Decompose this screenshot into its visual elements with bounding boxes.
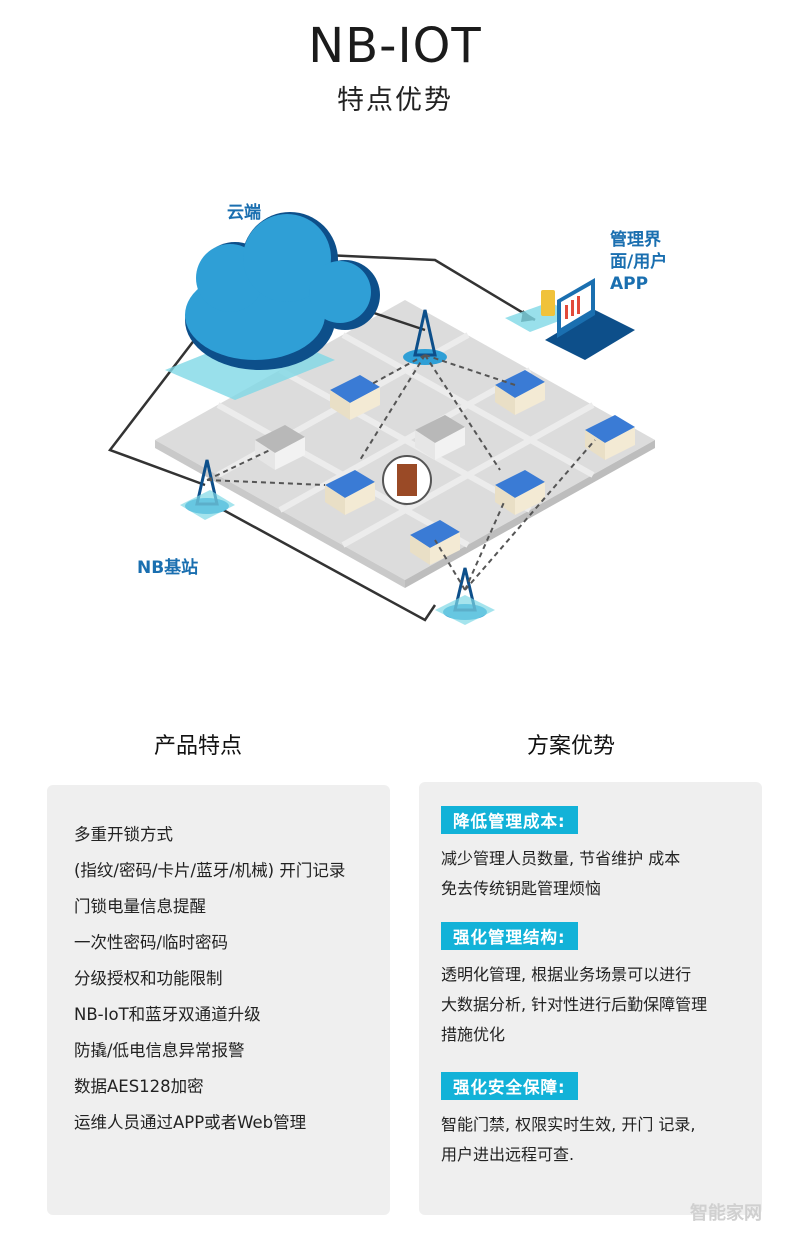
advantage-tag: 强化安全保障: (441, 1072, 578, 1100)
app-label-line-1: 管理界 (610, 229, 661, 250)
features-list: 多重开锁方式 (指纹/密码/卡片/蓝牙/机械) 开门记录 门锁电量信息提醒 一次… (74, 817, 345, 1141)
advantage-line: 减少管理人员数量, 节省维护 成本 (441, 849, 681, 868)
advantage-line: 透明化管理, 根据业务场景可以进行 (441, 965, 692, 984)
nb-iot-network-diagram: 云端 管理界 面/用户 APP NB基站 (95, 150, 715, 680)
features-heading: 产品特点 (154, 734, 243, 759)
page-title: NB-IOT (308, 18, 482, 74)
advantage-line: 用户进出远程可查. (441, 1145, 575, 1164)
advantage-security: 强化安全保障: 智能门禁, 权限实时生效, 开门 记录, 用户进出远程可查. (441, 1072, 696, 1170)
list-item: 数据AES128加密 (74, 1077, 204, 1096)
list-item: 多重开锁方式 (74, 825, 173, 844)
laptop-app-icon (541, 278, 635, 360)
page-subtitle: 特点优势 (337, 85, 453, 116)
app-label-line-3: APP (610, 274, 648, 294)
list-item: 防撬/低电信息异常报警 (74, 1041, 245, 1060)
advantages-heading: 方案优势 (527, 734, 616, 759)
advantage-line: 智能门禁, 权限实时生效, 开门 记录, (441, 1115, 696, 1134)
advantage-tag: 降低管理成本: (441, 806, 578, 834)
list-item: (指纹/密码/卡片/蓝牙/机械) 开门记录 (74, 861, 346, 880)
features-card: 多重开锁方式 (指纹/密码/卡片/蓝牙/机械) 开门记录 门锁电量信息提醒 一次… (47, 785, 390, 1215)
watermark: 智能家网 (690, 1203, 762, 1224)
cloud-label: 云端 (227, 202, 261, 223)
list-item: 分级授权和功能限制 (74, 969, 223, 988)
door-lock-icon (382, 455, 432, 505)
cloud-icon (185, 212, 380, 370)
house-icon (255, 370, 635, 565)
advantage-tag: 强化管理结构: (441, 922, 578, 950)
advantage-structure: 强化管理结构: 透明化管理, 根据业务场景可以进行 大数据分析, 针对性进行后勤… (441, 922, 707, 1050)
list-item: 运维人员通过APP或者Web管理 (74, 1113, 307, 1132)
advantage-cost: 降低管理成本: 减少管理人员数量, 节省维护 成本 免去传统钥匙管理烦恼 (441, 806, 680, 904)
list-item: NB-IoT和蓝牙双通道升级 (74, 1005, 261, 1024)
station-label: NB基站 (137, 557, 198, 578)
list-item: 一次性密码/临时密码 (74, 933, 229, 952)
advantage-line: 措施优化 (441, 1025, 506, 1044)
list-item: 门锁电量信息提醒 (74, 897, 206, 916)
advantages-card: 降低管理成本: 减少管理人员数量, 节省维护 成本 免去传统钥匙管理烦恼 强化管… (419, 782, 762, 1215)
advantage-line: 免去传统钥匙管理烦恼 (441, 879, 602, 898)
app-label-line-2: 面/用户 (610, 251, 667, 272)
advantage-line: 大数据分析, 针对性进行后勤保障管理 (441, 995, 708, 1014)
